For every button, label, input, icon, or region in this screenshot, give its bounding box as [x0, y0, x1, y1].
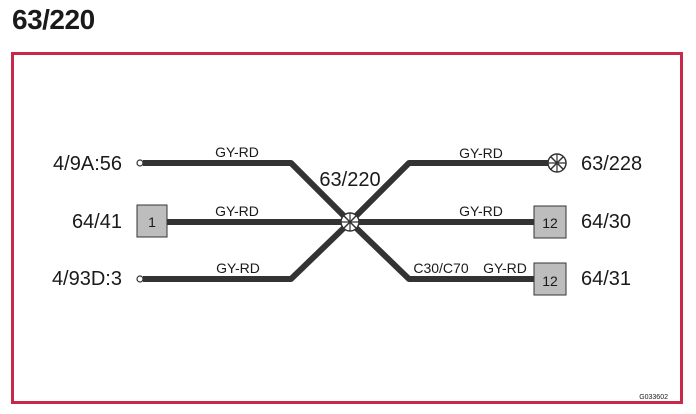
wire-left-top: [143, 160, 353, 225]
terminal-end-left-bottom: [136, 275, 144, 283]
wire-label-left-top: GY-RD: [215, 144, 259, 160]
diagram-frame: [11, 52, 683, 404]
end-label-right-top: 63/228: [581, 153, 642, 175]
wire-label-right-bottom: GY-RD: [483, 260, 527, 276]
page-title: 63/220: [12, 4, 95, 35]
hub-label: 63/220: [319, 169, 380, 191]
connector-box-right-bottom-label: 12: [542, 273, 558, 289]
splice-icon: [340, 212, 360, 232]
wire-label-left-mid: GY-RD: [215, 203, 259, 219]
wire-label-right-mid: GY-RD: [459, 203, 503, 219]
end-label-left-bottom: 4/93D:3: [52, 268, 122, 290]
end-label-right-mid: 64/30: [581, 211, 631, 233]
end-label-right-bottom: 64/31: [581, 268, 631, 290]
terminal-end-left-top: [136, 159, 144, 167]
connector-box-right-mid: [533, 205, 567, 239]
connector-box-left-label: 1: [148, 214, 156, 230]
wire-left-bottom: [143, 219, 353, 282]
wire-right-bottom: [347, 219, 534, 282]
wire-right-top: [347, 160, 555, 225]
end-label-left-mid: 64/41: [72, 211, 122, 233]
figure-code: G033602: [639, 394, 668, 401]
connector-box-left: [136, 204, 168, 238]
end-label-left-top: 4/9A:56: [53, 153, 122, 175]
lamp-icon: [547, 153, 567, 173]
wire-label-left-bottom: GY-RD: [216, 260, 260, 276]
wire-label-right-top: GY-RD: [459, 145, 503, 161]
connector-box-right-mid-label: 12: [542, 215, 558, 231]
connector-box-right-bottom: [533, 262, 567, 296]
wire-note-right-bottom: C30/C70: [413, 260, 468, 276]
